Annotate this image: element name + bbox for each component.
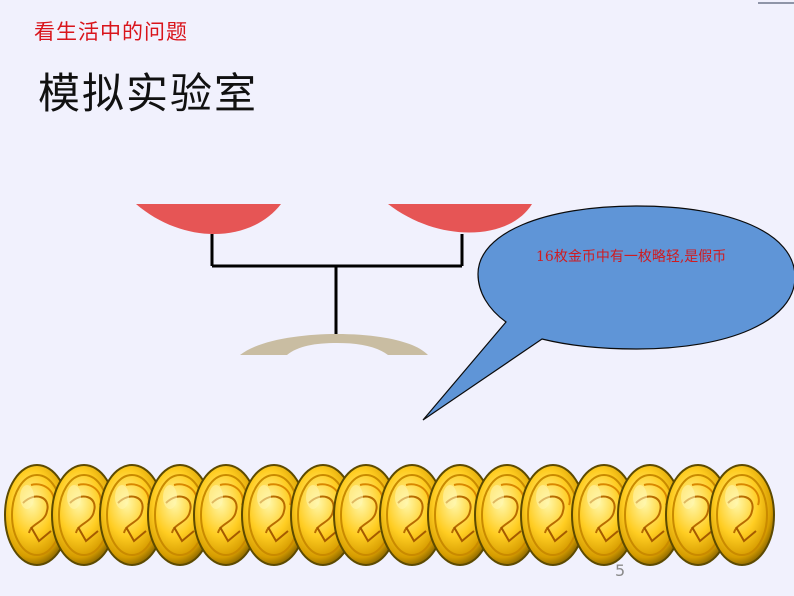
slide-title: 模拟实验室 <box>38 69 259 118</box>
speech-bubble <box>422 205 794 421</box>
balance-scale <box>136 204 532 355</box>
right-pan <box>388 204 532 233</box>
left-pan <box>136 204 281 235</box>
slide-subtitle: 看生活中的问题 <box>34 20 188 44</box>
speech-bubble-shape <box>422 205 794 421</box>
speech-bubble-text: 16枚金币中有一枚略轻,是假币 <box>536 249 727 265</box>
coin-row <box>4 464 775 566</box>
gold-coin-icon <box>379 464 445 566</box>
gold-coin-icon <box>474 464 540 566</box>
gold-coin-icon <box>571 464 637 566</box>
gold-coin-icon <box>520 464 586 566</box>
gold-coin-icon <box>193 464 259 566</box>
gold-coin-icon <box>617 464 683 566</box>
top-decoration-line <box>758 2 794 4</box>
page-number: 5 <box>615 561 626 580</box>
scale-base <box>240 334 428 355</box>
gold-coin-icon <box>709 464 775 566</box>
